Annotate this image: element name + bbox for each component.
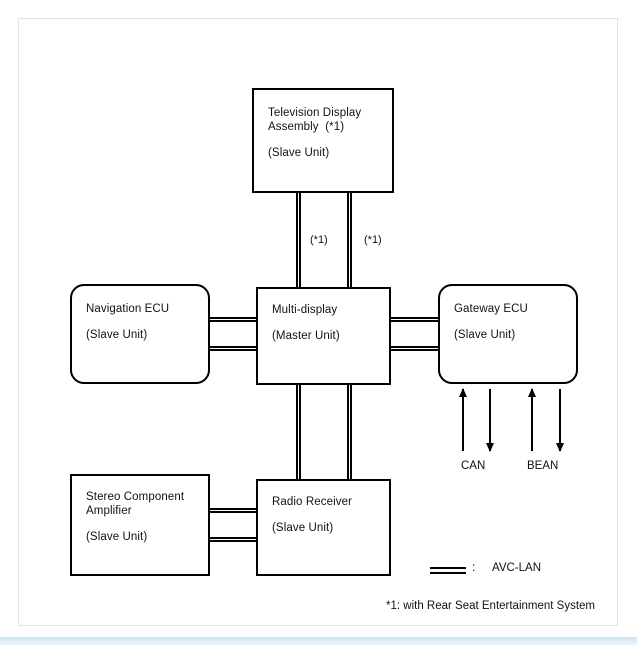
legend-label: AVC-LAN [492, 562, 541, 574]
bus-label-can: CAN [461, 460, 486, 472]
node-navigation-ecu[interactable]: Navigation ECU (Slave Unit) [70, 284, 210, 384]
avclan-link-multidisplay-gateway-upper [387, 317, 441, 322]
avclan-link-multidisplay-radio-right [347, 384, 352, 480]
node-multi-display[interactable]: Multi-display (Master Unit) [256, 287, 391, 385]
node-role: (Slave Unit) [268, 147, 330, 159]
node-gateway-ecu[interactable]: Gateway ECU (Slave Unit) [438, 284, 578, 384]
node-title: Navigation ECU [86, 303, 170, 315]
footnote: *1: with Rear Seat Entertainment System [386, 600, 596, 612]
node-role: (Slave Unit) [86, 531, 148, 543]
avclan-link-navigation-multidisplay-lower [206, 346, 260, 351]
node-role: (Master Unit) [272, 330, 340, 342]
node-title: Television Display [268, 107, 362, 119]
legend-separator: : [472, 562, 476, 574]
node-title-2: Amplifier [86, 505, 132, 517]
node-title: Radio Receiver [272, 496, 353, 508]
node-television-display-assembly[interactable]: Television Display Assembly (*1) (Slave … [252, 88, 394, 193]
node-role: (Slave Unit) [272, 522, 334, 534]
avclan-link-navigation-multidisplay-upper [206, 317, 260, 322]
legend: : AVC-LAN [430, 561, 600, 579]
avclan-link-multidisplay-radio-left [296, 384, 301, 480]
node-title: Gateway ECU [454, 303, 528, 315]
avclan-link-stereo-radio-lower [206, 537, 260, 542]
bus-label-bean: BEAN [527, 460, 559, 472]
node-title: Stereo Component [86, 491, 185, 503]
node-title: Multi-display [272, 304, 338, 316]
avclan-link-tv-multidisplay-left [296, 192, 301, 288]
bottom-strip [0, 637, 637, 645]
node-role: (Slave Unit) [86, 329, 148, 341]
avclan-link-tv-multidisplay-right [347, 192, 352, 288]
avclan-link-stereo-radio-upper [206, 508, 260, 513]
node-role: (Slave Unit) [454, 329, 516, 341]
link-label-right: (*1) [364, 234, 382, 246]
avc-lan-line-icon [430, 567, 466, 574]
node-stereo-component-amplifier[interactable]: Stereo Component Amplifier (Slave Unit) [70, 474, 210, 576]
node-title-2: Assembly (*1) [268, 121, 345, 133]
link-label-left: (*1) [310, 234, 328, 246]
node-radio-receiver[interactable]: Radio Receiver (Slave Unit) [256, 479, 391, 576]
avclan-link-multidisplay-gateway-lower [387, 346, 441, 351]
